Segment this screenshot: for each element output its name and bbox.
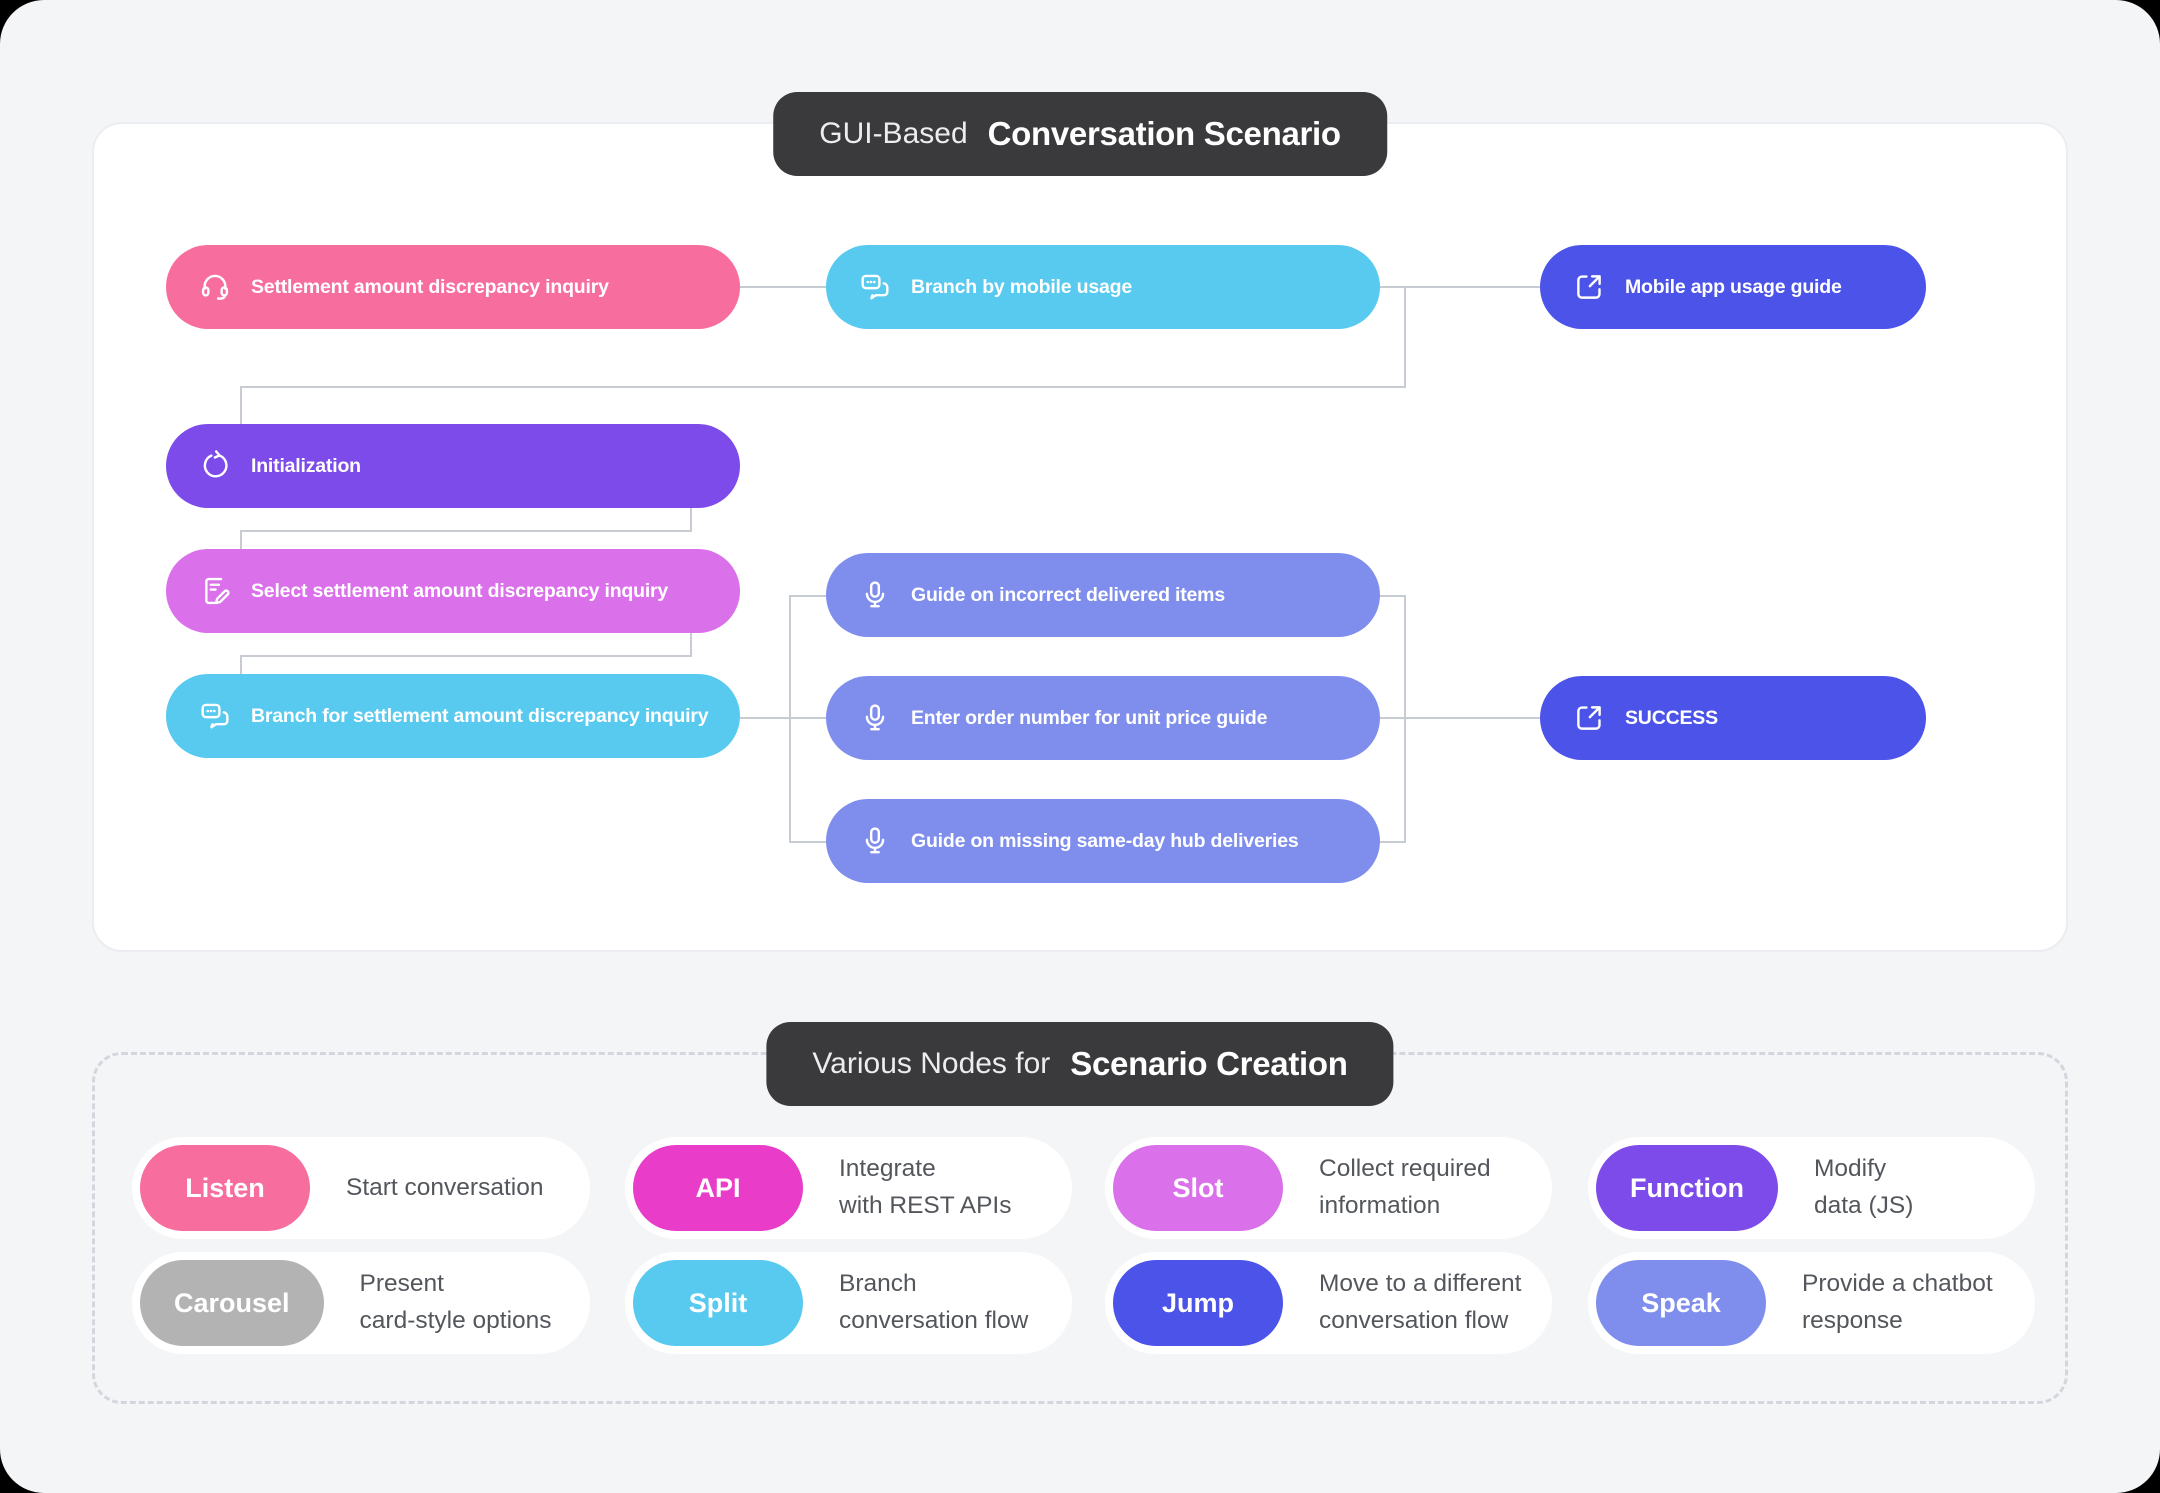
legend-item-desc: Start conversation [346,1173,544,1201]
legend-item-function: Function Modify data (JS) [1588,1137,2035,1239]
function-badge: Function [1596,1145,1778,1231]
connector-line [240,530,242,549]
connector-line [1380,841,1404,843]
flow-node-branch-mobile-usage[interactable]: Branch by mobile usage [826,245,1380,329]
flow-node-label: Guide on incorrect delivered items [911,583,1225,606]
connector-line [240,655,242,674]
connector-line [690,508,692,531]
legend-header-prefix: Various Nodes for [812,1047,1051,1080]
scenario-header-title: Conversation Scenario [987,115,1341,152]
flow-node-initialization[interactable]: Initialization [166,424,740,508]
legend-item-desc: Collect required information [1319,1155,1491,1219]
flow-node-label: Mobile app usage guide [1625,275,1842,298]
connector-line [789,595,826,597]
connector-line [240,386,1406,388]
connector-line [240,655,692,657]
connector-line [740,717,826,719]
flow-node-branch-settlement-inquiry[interactable]: Branch for settlement amount discrepancy… [166,674,740,758]
connector-line [240,386,242,424]
flow-node-mobile-app-guide[interactable]: Mobile app usage guide [1540,245,1926,329]
flow-node-label: Guide on missing same-day hub deliveries [911,829,1299,852]
connector-line [1380,717,1404,719]
api-badge: API [633,1145,803,1231]
legend-item-desc: Integrate with REST APIs [839,1155,1012,1219]
speak-badge: Speak [1596,1260,1766,1346]
connector-line [740,286,826,288]
flow-node-label: Initialization [251,454,361,477]
jump-icon [1572,701,1606,735]
flow-node-label: Enter order number for unit price guide [911,706,1268,729]
scenario-header: GUI-Based Conversation Scenario [773,92,1387,176]
chat-bubbles-icon [198,699,232,733]
flow-node-label: Select settlement amount discrepancy inq… [251,579,669,602]
legend-item-split: Split Branch conversation flow [625,1252,1072,1354]
legend-item-jump: Jump Move to a different conversation fl… [1105,1252,1552,1354]
slot-badge: Slot [1113,1145,1283,1231]
flow-node-guide-incorrect-items[interactable]: Guide on incorrect delivered items [826,553,1380,637]
mic-icon [858,578,892,612]
connector-line [1404,717,1540,719]
flow-node-label: SUCCESS [1625,706,1718,729]
legend-header-title: Scenario Creation [1070,1045,1348,1082]
listen-badge: Listen [140,1145,310,1231]
connector-line [789,595,791,843]
legend-item-listen: Listen Start conversation [132,1137,590,1239]
connector-line [789,841,826,843]
connector-line [1380,286,1540,288]
legend-item-desc: Provide a chatbot response [1802,1270,1993,1334]
legend-item-desc: Move to a different conversation flow [1319,1270,1522,1334]
connector-line [1380,595,1404,597]
headset-icon [198,270,232,304]
flow-node-label: Branch by mobile usage [911,275,1132,298]
flow-node-label: Settlement amount discrepancy inquiry [251,275,609,298]
jump-badge: Jump [1113,1260,1283,1346]
connector-line [240,530,692,532]
flow-node-success[interactable]: SUCCESS [1540,676,1926,760]
connector-line [690,633,692,656]
legend-header: Various Nodes for Scenario Creation [766,1022,1394,1106]
refresh-icon [198,449,232,483]
flow-node-settlement-inquiry[interactable]: Settlement amount discrepancy inquiry [166,245,740,329]
legend-item-api: API Integrate with REST APIs [625,1137,1072,1239]
split-badge: Split [633,1260,803,1346]
connector-line [1404,595,1406,843]
legend-item-desc: Present card-style options [359,1270,552,1334]
flow-node-select-settlement-inquiry[interactable]: Select settlement amount discrepancy inq… [166,549,740,633]
doc-edit-icon [198,574,232,608]
legend-item-slot: Slot Collect required information [1105,1137,1552,1239]
scenario-header-prefix: GUI-Based [819,117,968,150]
mic-icon [858,701,892,735]
jump-icon [1572,270,1606,304]
chat-bubbles-icon [858,270,892,304]
mic-icon [858,824,892,858]
connector-line [1404,286,1406,386]
flow-node-enter-order-number[interactable]: Enter order number for unit price guide [826,676,1380,760]
legend-item-carousel: Carousel Present card-style options [132,1252,590,1354]
flow-node-label: Branch for settlement amount discrepancy… [251,704,709,727]
carousel-badge: Carousel [140,1260,324,1346]
flow-node-guide-missing-deliveries[interactable]: Guide on missing same-day hub deliveries [826,799,1380,883]
legend-item-speak: Speak Provide a chatbot response [1588,1252,2035,1354]
legend-item-desc: Branch conversation flow [839,1270,1029,1334]
legend-item-desc: Modify data (JS) [1813,1155,1914,1219]
